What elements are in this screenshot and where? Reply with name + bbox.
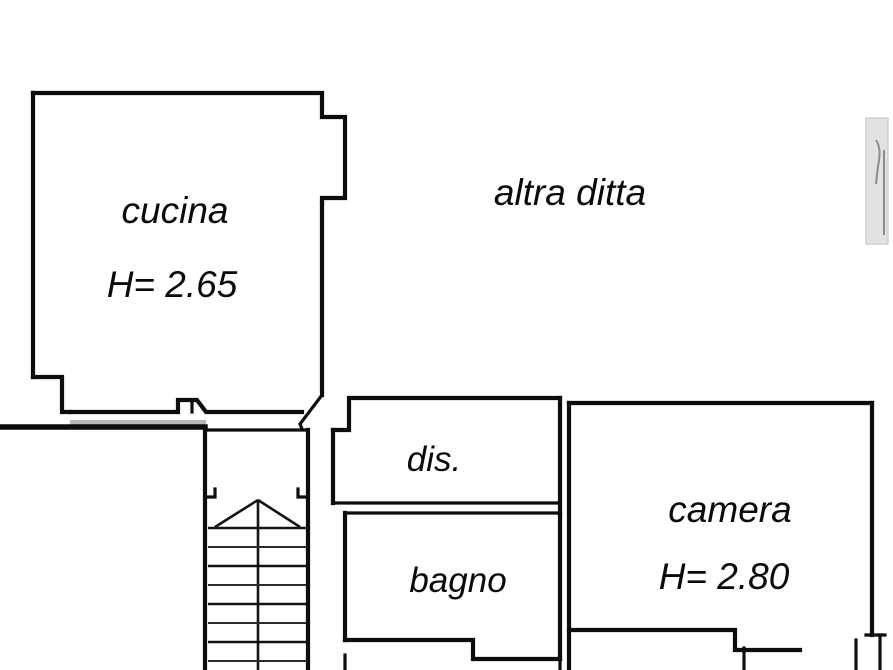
room-outline-disimpegno <box>330 395 563 518</box>
room-label-disimpegno: dis. <box>407 440 461 479</box>
room-height-cucina: H= 2.65 <box>107 264 238 305</box>
room-height-camera: H= 2.80 <box>659 556 790 597</box>
room-outline-bagno <box>342 510 563 662</box>
room-label-camera: camera <box>668 489 791 530</box>
staircase-enclosure <box>202 427 311 670</box>
lower-wall-stubs <box>190 398 562 670</box>
room-outline-camera <box>566 400 887 670</box>
room-label-cucina: cucina <box>122 190 229 231</box>
room-outline-cucina <box>30 90 348 432</box>
staircase-treads <box>208 498 306 670</box>
room-label-bagno: bagno <box>409 561 506 600</box>
right-edge-marker <box>865 117 889 245</box>
annotation-altra-ditta: altra ditta <box>494 172 646 213</box>
